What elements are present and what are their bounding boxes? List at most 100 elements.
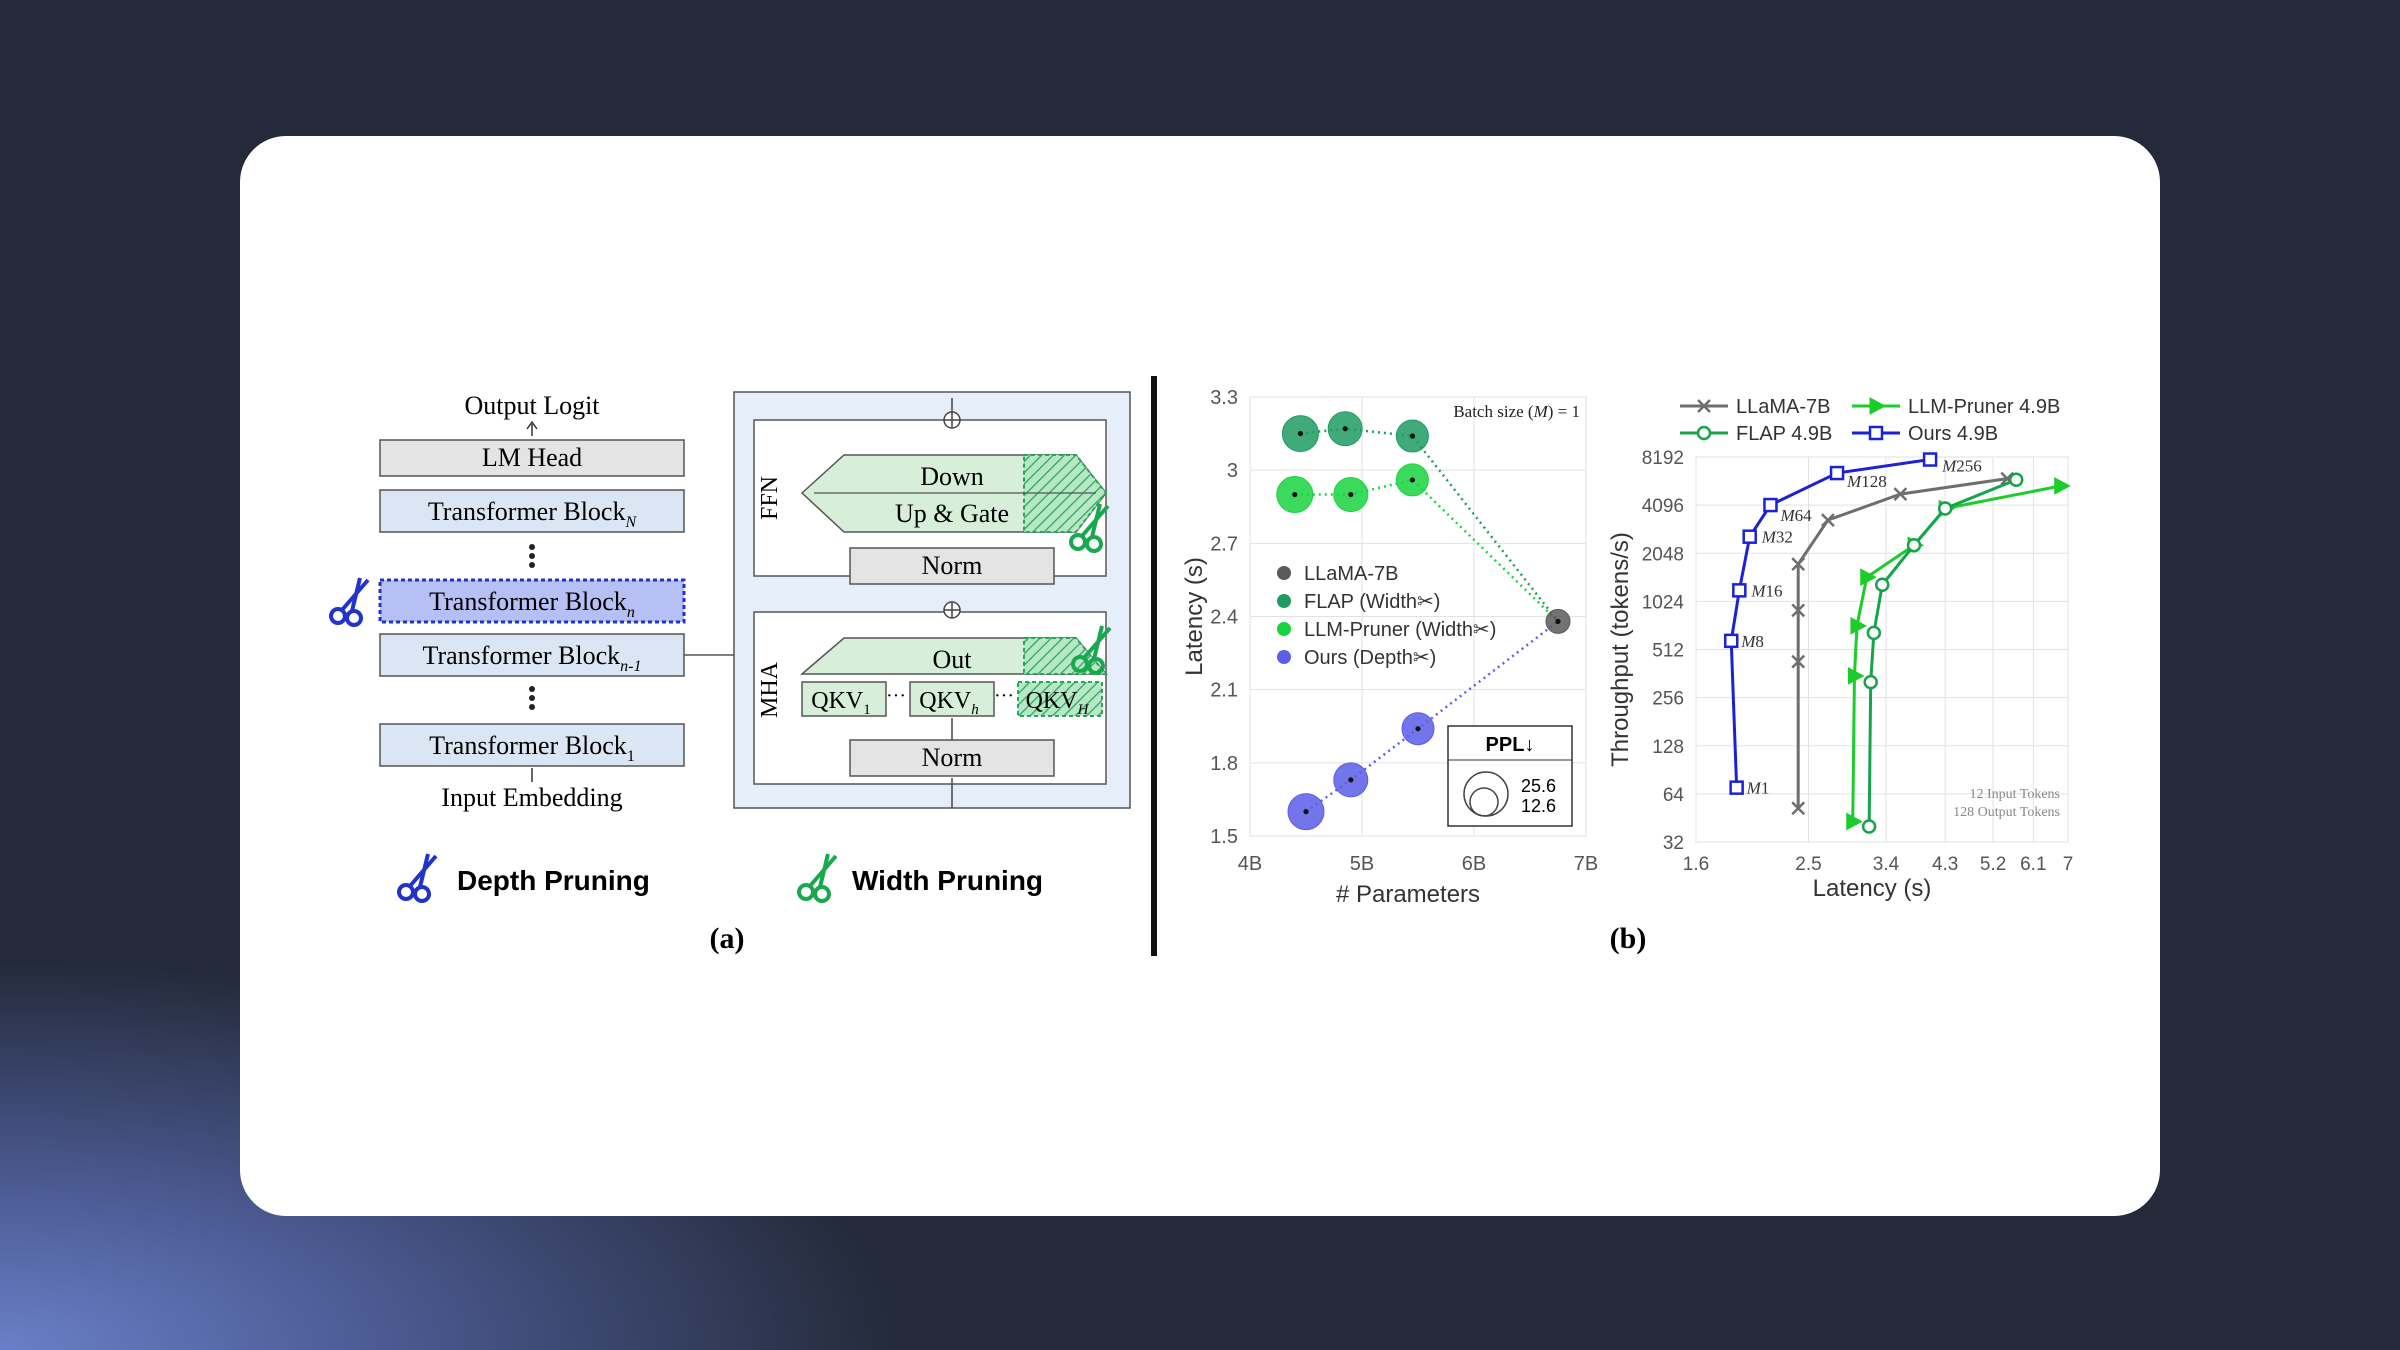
qkv-h-label: QKVh — [919, 688, 979, 718]
scissors-width-icon — [1069, 503, 1110, 553]
chart1-size-legend-value: 25.6 — [1521, 776, 1556, 796]
chart2-ytick-label: 128 — [1652, 737, 1684, 758]
mha-norm-box — [849, 739, 1055, 777]
chart1-legend-label: LLM-Pruner (Width✂) — [1304, 619, 1496, 641]
chart1-xtick-label: 6B — [1462, 853, 1486, 875]
chart2-ylabel: Throughput (tokens/s) — [1607, 532, 1634, 767]
chart1-size-legend-circle-small — [1469, 787, 1499, 817]
chart1-legend-swatch — [1277, 594, 1291, 608]
transformer-block-pruned-label: Transformer Blockn — [429, 587, 635, 621]
chart1-ytick-label: 2.1 — [1210, 680, 1238, 702]
scissors-width-legend-icon — [797, 853, 838, 903]
figure-card: Output Logit LM Head Transformer BlockN … — [240, 136, 2160, 1216]
chart1-point-center — [1415, 726, 1421, 732]
chart2-marker — [1732, 583, 1747, 598]
chart2-legend-label: Ours 4.9B — [1908, 423, 1998, 445]
chart2-legend-label: LLM-Pruner 4.9B — [1908, 396, 2060, 418]
chart1-legend-label: Ours (Depth✂) — [1304, 647, 1436, 669]
chart2-xtick-label: 3.4 — [1873, 854, 1900, 875]
transformer-block-label: Transformer BlockN — [428, 497, 638, 531]
qkv-1-box — [801, 681, 887, 717]
chart1-size-legend-box — [1447, 725, 1573, 827]
chart1-xtick-label: 5B — [1350, 853, 1374, 875]
scissors-depth-legend-icon — [397, 853, 438, 903]
chart1-ytick-label: 1.8 — [1210, 753, 1238, 775]
chart1-ytick-label: 2.4 — [1210, 607, 1238, 629]
chart1-point-center — [1348, 491, 1354, 498]
chart1-point-center — [1297, 430, 1303, 437]
figure-canvas: Output Logit LM Head Transformer BlockN … — [329, 387, 2073, 955]
chart2-point-label: M16 — [1750, 581, 1782, 600]
scissors-width-icon-2 — [1071, 625, 1112, 675]
up-gate-label: Up & Gate — [895, 499, 1009, 528]
chart2-xtick-label: 7 — [2063, 854, 2074, 875]
chart2-point-label: M64 — [1779, 506, 1812, 525]
out-label: Out — [933, 645, 973, 674]
panel-a-diagram: Output Logit LM Head Transformer BlockN … — [329, 391, 1131, 955]
chart2-point-label: M1 — [1746, 779, 1770, 798]
ffn-norm-box — [849, 547, 1055, 585]
lm-head-box — [379, 439, 685, 477]
input-embedding-label: Input Embedding — [441, 783, 622, 812]
qkv-dots-2: ··· — [994, 685, 1014, 707]
chart1-xtick-label: 7B — [1574, 853, 1598, 875]
chart2-marker — [1868, 425, 1884, 441]
chart2-marker — [1820, 513, 1835, 528]
transformer-block-pruned — [378, 578, 686, 624]
qkv-H-box — [1017, 681, 1103, 717]
chart2-xtick-label: 4.3 — [1932, 854, 1958, 875]
chart1-connector — [1305, 620, 1559, 813]
chart2-marker — [1791, 654, 1806, 669]
chart2-ytick-label: 1024 — [1642, 592, 1685, 613]
chart2-ytick-label: 256 — [1652, 689, 1684, 710]
chart2-ytick-label: 64 — [1663, 785, 1685, 806]
chart2-marker — [1763, 497, 1778, 513]
vertical-ellipsis — [529, 544, 535, 568]
chart2-marker — [1875, 577, 1890, 593]
lm-head-label: LM Head — [482, 443, 582, 472]
qkv-1-label: QKV1 — [811, 688, 871, 718]
chart2-marker — [1696, 425, 1712, 441]
chart1-ytick-label: 3.3 — [1210, 387, 1238, 409]
chart1-xtick-label: 4B — [1238, 853, 1262, 875]
chart2-point-label: M128 — [1846, 472, 1887, 491]
chart1-annotation: Batch size (M) = 1 — [1453, 402, 1580, 421]
chart2-marker — [2054, 477, 2071, 495]
chart2-marker — [1791, 801, 1806, 816]
chart1-ylabel: Latency (s) — [1181, 557, 1208, 676]
ffn-norm-label: Norm — [922, 551, 983, 580]
chart2-ytick-label: 8192 — [1642, 448, 1684, 469]
chart2-marker — [1742, 529, 1757, 544]
chart2-legend-label: LLaMA-7B — [1736, 396, 1831, 418]
panel-divider — [1151, 376, 1157, 956]
panel-b-caption: (b) — [1610, 922, 1647, 955]
transformer-block-n-top — [379, 489, 685, 533]
chart2-marker — [1791, 603, 1806, 618]
chart2-marker — [1723, 633, 1739, 649]
chart1-size-legend-value: 12.6 — [1521, 796, 1556, 816]
chart1-point-center — [1303, 809, 1309, 815]
chart2-note: 128 Output Tokens — [1953, 805, 2060, 820]
chart1-xlabel: # Parameters — [1336, 881, 1480, 908]
ffn-label: FFN — [757, 476, 783, 520]
chart2-marker — [1850, 616, 1868, 635]
chart1-legend-label: FLAP (Width✂) — [1304, 591, 1440, 613]
chart2-marker — [1846, 812, 1863, 831]
chart1-point-center — [1348, 777, 1354, 783]
transformer-block-n-minus-1-label: Transformer Blockn-1 — [423, 641, 642, 675]
chart2-marker — [1863, 674, 1878, 690]
chart1-ytick-label: 3 — [1227, 460, 1238, 482]
chart1-size-legend-title: PPL↓ — [1486, 734, 1535, 756]
chart2-marker — [1791, 557, 1806, 572]
chart2-marker — [1847, 667, 1865, 685]
chart1-ytick-label: 2.7 — [1210, 533, 1238, 555]
chart2-marker — [1860, 568, 1877, 587]
chart1-point-center — [1292, 491, 1298, 498]
chart1-point-center — [1409, 433, 1415, 439]
chart2-marker — [1829, 465, 1845, 481]
down-label: Down — [920, 462, 984, 491]
chart2-legend-label: FLAP 4.9B — [1736, 423, 1832, 445]
transformer-block-n-minus-1 — [379, 633, 685, 677]
